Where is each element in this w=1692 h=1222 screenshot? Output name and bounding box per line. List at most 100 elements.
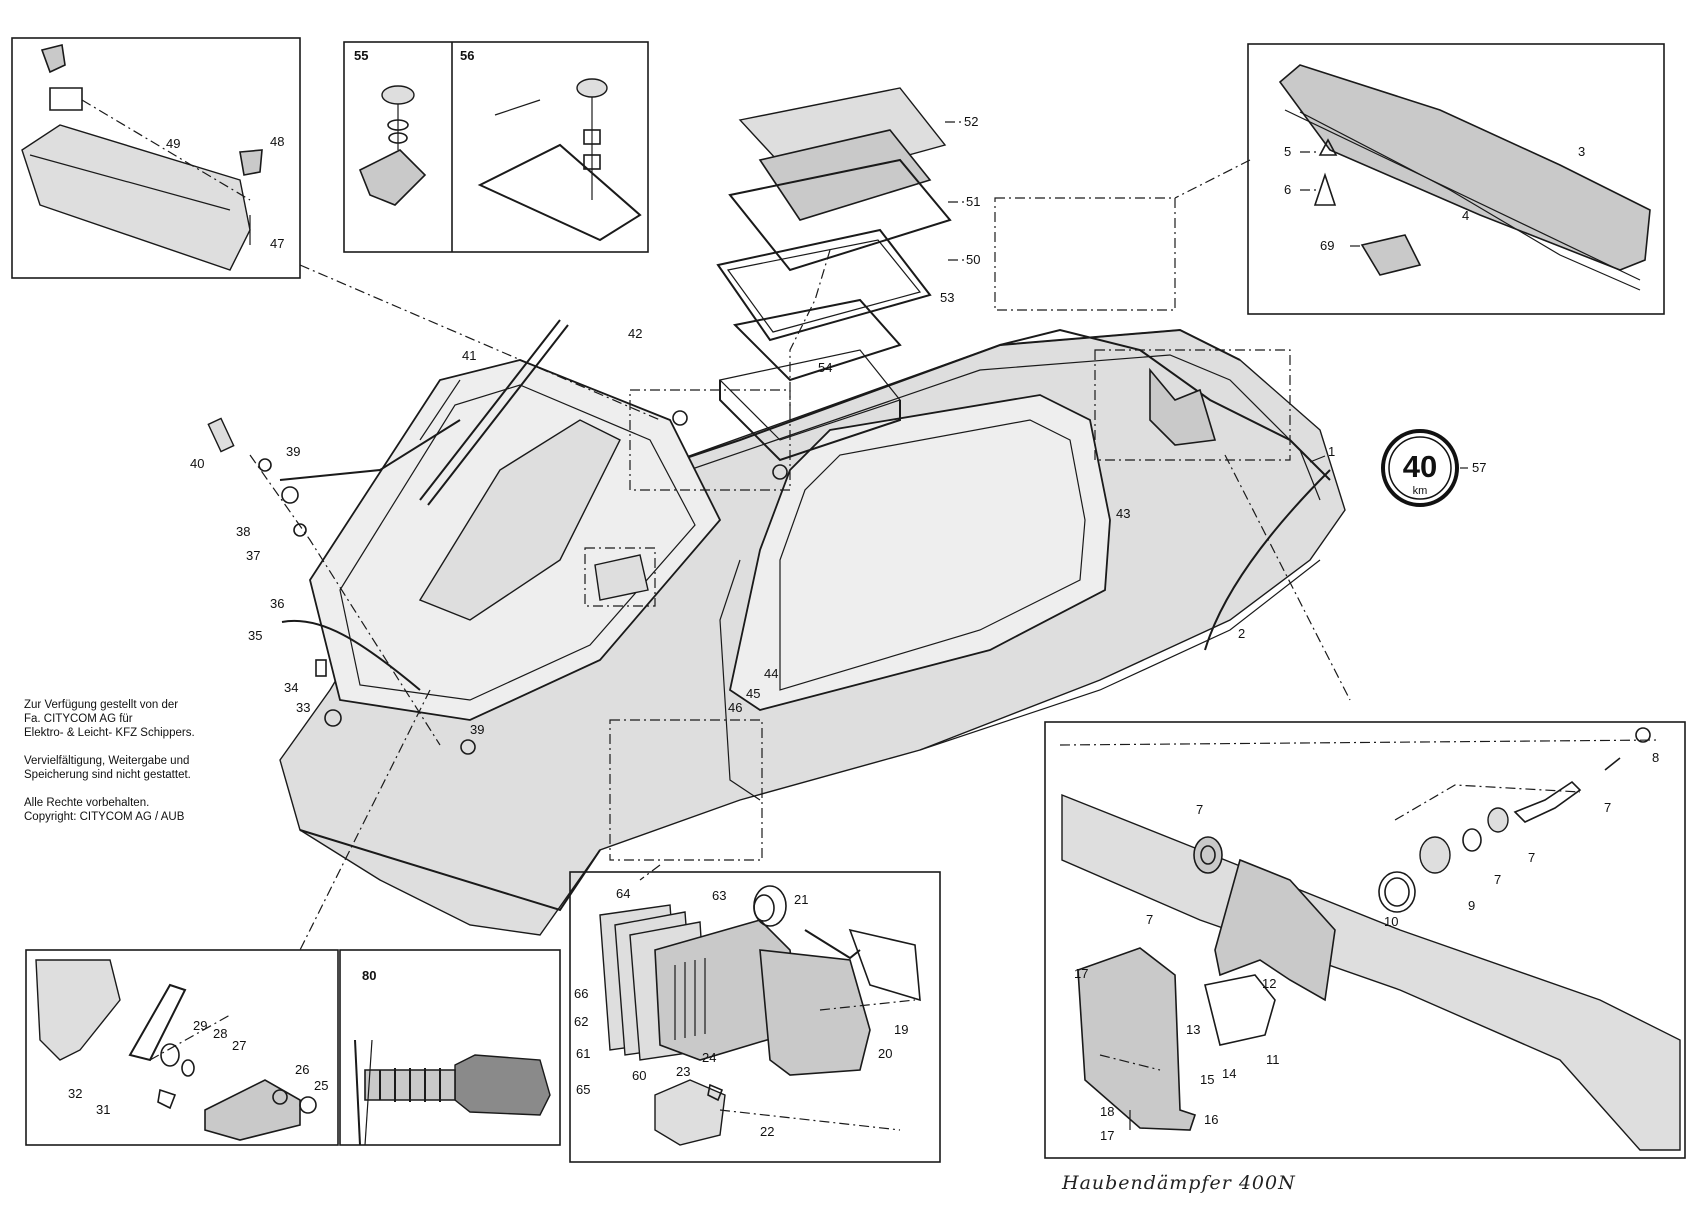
notice-restriction-line-1: Vervielfältigung, Weitergabe und <box>24 755 190 767</box>
label-3: 3 <box>1578 144 1585 159</box>
callout-box-front <box>609 719 763 861</box>
rear-bracket-detail <box>1094 349 1291 461</box>
label-44: 44 <box>764 666 778 681</box>
inset-hinge-detail <box>25 949 339 1146</box>
notice-provided: Zur Verfügung gestellt von der Fa. CITYC… <box>24 698 284 740</box>
label-10: 10 <box>1384 914 1398 929</box>
label-9: 9 <box>1468 898 1475 913</box>
label-35: 35 <box>248 628 262 643</box>
label-57: 57 <box>1472 460 1486 475</box>
label-1: 1 <box>1328 444 1335 459</box>
label-66: 66 <box>574 986 588 1001</box>
label-46: 46 <box>728 700 742 715</box>
label-7-e: 7 <box>1146 912 1153 927</box>
copyright-notice: Zur Verfügung gestellt von der Fa. CITYC… <box>24 698 284 838</box>
label-43: 43 <box>1116 506 1130 521</box>
inset-title-80: 80 <box>362 968 376 983</box>
label-18: 18 <box>1100 1104 1114 1119</box>
notice-provided-line-1: Zur Verfügung gestellt von der <box>24 699 179 711</box>
label-38: 38 <box>236 524 250 539</box>
label-2: 2 <box>1238 626 1245 641</box>
label-5: 5 <box>1284 144 1291 159</box>
label-25: 25 <box>314 1078 328 1093</box>
label-64: 64 <box>616 886 630 901</box>
label-32: 32 <box>68 1086 82 1101</box>
label-69: 69 <box>1320 238 1334 253</box>
label-39-bottom: 39 <box>470 722 484 737</box>
label-22: 22 <box>760 1124 774 1139</box>
label-7-d: 7 <box>1494 872 1501 887</box>
seal-strip-35 <box>281 619 421 691</box>
side-window-43 <box>719 394 1111 801</box>
label-12: 12 <box>1262 976 1276 991</box>
label-63: 63 <box>712 888 726 903</box>
label-6: 6 <box>1284 182 1291 197</box>
label-14: 14 <box>1222 1066 1236 1081</box>
inset-80-stalk <box>339 949 561 1146</box>
inset-title-55: 55 <box>354 48 368 63</box>
notice-provided-line-3: Elektro- & Leicht- KFZ Schippers. <box>24 727 195 739</box>
label-61: 61 <box>576 1046 590 1061</box>
callout-box-top <box>994 197 1176 311</box>
label-40: 40 <box>190 456 204 471</box>
label-49: 49 <box>166 136 180 151</box>
speed-sign-unit: km <box>1413 485 1428 497</box>
label-23: 23 <box>676 1064 690 1079</box>
label-33: 33 <box>296 700 310 715</box>
label-47: 47 <box>270 236 284 251</box>
label-27: 27 <box>232 1038 246 1053</box>
notice-rights: Alle Rechte vorbehalten. Copyright: CITY… <box>24 796 284 824</box>
label-leader-ticks <box>945 121 1468 469</box>
label-54: 54 <box>818 360 832 375</box>
inset-title-56: 56 <box>460 48 474 63</box>
label-60: 60 <box>632 1068 646 1083</box>
label-7-a: 7 <box>1196 802 1203 817</box>
label-62: 62 <box>574 1014 588 1029</box>
label-39-top: 39 <box>286 444 300 459</box>
label-19: 19 <box>894 1022 908 1037</box>
label-13: 13 <box>1186 1022 1200 1037</box>
label-24: 24 <box>702 1050 716 1065</box>
roof-hatch-stack <box>672 87 952 480</box>
label-4: 4 <box>1462 208 1469 223</box>
label-8: 8 <box>1652 750 1659 765</box>
label-36: 36 <box>270 596 284 611</box>
speed-limit-sign: 40 km <box>1381 429 1459 507</box>
label-51: 51 <box>966 194 980 209</box>
inset-rear-spoiler <box>1247 43 1665 315</box>
notice-restriction-line-2: Speicherung sind nicht gestattet. <box>24 769 191 781</box>
label-21: 21 <box>794 892 808 907</box>
label-7-c: 7 <box>1528 850 1535 865</box>
notice-rights-line-2: Copyright: CITYCOM AG / AUB <box>24 811 185 823</box>
label-11: 11 <box>1266 1052 1280 1067</box>
screw-34-33 <box>315 659 476 755</box>
label-26: 26 <box>295 1062 309 1077</box>
speed-sign-value: 40 <box>1403 449 1437 484</box>
label-31: 31 <box>96 1102 110 1117</box>
label-52: 52 <box>964 114 978 129</box>
inset-55-56 <box>343 41 649 253</box>
handwritten-note: Haubendämpfer 400N <box>1062 1172 1296 1194</box>
label-17-b: 17 <box>1100 1128 1114 1143</box>
label-34: 34 <box>284 680 298 695</box>
inset-door-strut <box>1044 721 1686 1159</box>
wiper-assembly <box>207 319 569 537</box>
inset-rear-lamp <box>569 871 941 1163</box>
label-17-a: 17 <box>1074 966 1088 981</box>
callout-box-center <box>584 547 656 607</box>
label-42: 42 <box>628 326 642 341</box>
notice-rights-line-1: Alle Rechte vorbehalten. <box>24 797 150 809</box>
connection-lines <box>249 159 1351 951</box>
label-28: 28 <box>213 1026 227 1041</box>
label-50: 50 <box>966 252 980 267</box>
label-53: 53 <box>940 290 954 305</box>
label-16: 16 <box>1204 1112 1218 1127</box>
label-7-b: 7 <box>1604 800 1611 815</box>
label-48: 48 <box>270 134 284 149</box>
seal-strip-2 <box>1204 469 1331 651</box>
label-45: 45 <box>746 686 760 701</box>
part-number-labels: 49 48 47 55 56 52 51 50 53 54 42 41 5 6 … <box>68 48 1659 1143</box>
notice-provided-line-2: Fa. CITYCOM AG für <box>24 713 133 725</box>
inset-sun-visor <box>11 37 301 279</box>
